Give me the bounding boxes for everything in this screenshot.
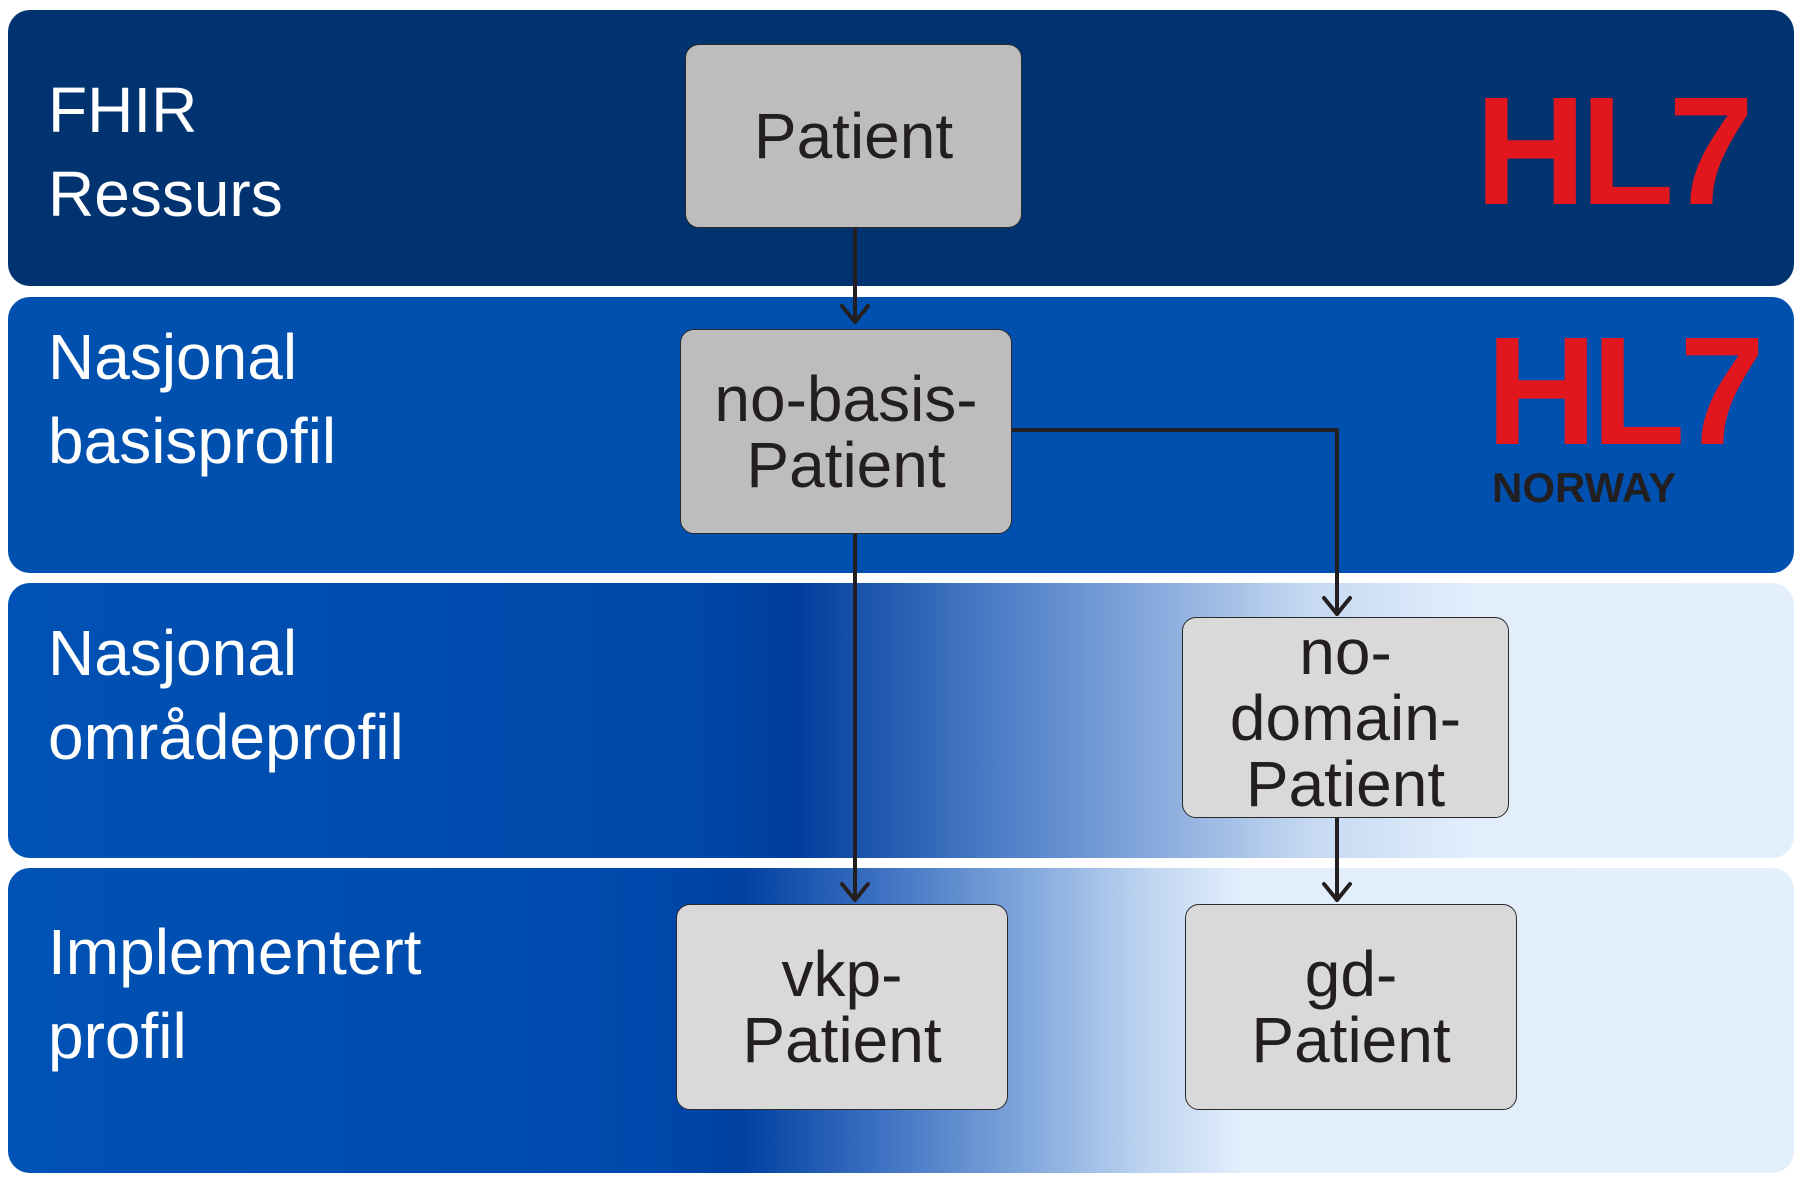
box-line3: Patient — [1245, 747, 1446, 820]
box-line2: Patient — [746, 428, 946, 501]
hl7-logo: HL7 — [1475, 65, 1754, 237]
arrowhead-no-basis — [840, 304, 870, 324]
band-label-national-domain-profile: Nasjonal områdeprofil — [48, 611, 404, 779]
box-line2: Patient — [742, 1004, 942, 1076]
box-line1: vkp- — [781, 938, 903, 1010]
box-line1: gd- — [1304, 938, 1398, 1010]
band-label-line2: områdeprofil — [48, 701, 404, 773]
band-label-national-base-profile: Nasjonal basisprofil — [48, 315, 336, 483]
band-label-line1: Implementert — [48, 916, 422, 988]
box-patient: Patient — [685, 44, 1022, 228]
box-line1: no-basis- — [714, 362, 978, 435]
band-label-line1: FHIR — [48, 74, 198, 146]
band-label-line1: Nasjonal — [48, 321, 298, 393]
box-no-basis-patient: no-basis- Patient — [680, 329, 1012, 534]
band-label-fhir-resource: FHIR Ressurs — [48, 68, 283, 236]
arrowhead-gd — [1322, 882, 1352, 902]
band-label-line2: Ressurs — [48, 158, 283, 230]
band-label-line1: Nasjonal — [48, 617, 298, 689]
hl7-norway-caption: NORWAY — [1492, 464, 1677, 511]
box-line2: Patient — [1251, 1004, 1451, 1076]
arrow-no-basis-to-no-domain — [1010, 428, 1339, 616]
box-line2: domain- — [1229, 681, 1462, 754]
band-label-line2: basisprofil — [48, 405, 337, 477]
box-vkp-patient: vkp- Patient — [676, 904, 1008, 1110]
box-line1: Patient — [753, 100, 954, 172]
box-line1: no- — [1299, 615, 1392, 688]
band-label-line2: profil — [48, 1000, 187, 1072]
arrowhead-no-domain — [1322, 596, 1352, 616]
band-label-implemented-profile: Implementert profil — [48, 910, 421, 1078]
hl7-norway-logo: HL7 — [1486, 305, 1765, 477]
box-no-domain-patient: no- domain- Patient — [1182, 617, 1509, 818]
box-gd-patient: gd- Patient — [1185, 904, 1517, 1110]
arrowhead-vkp — [840, 882, 870, 902]
